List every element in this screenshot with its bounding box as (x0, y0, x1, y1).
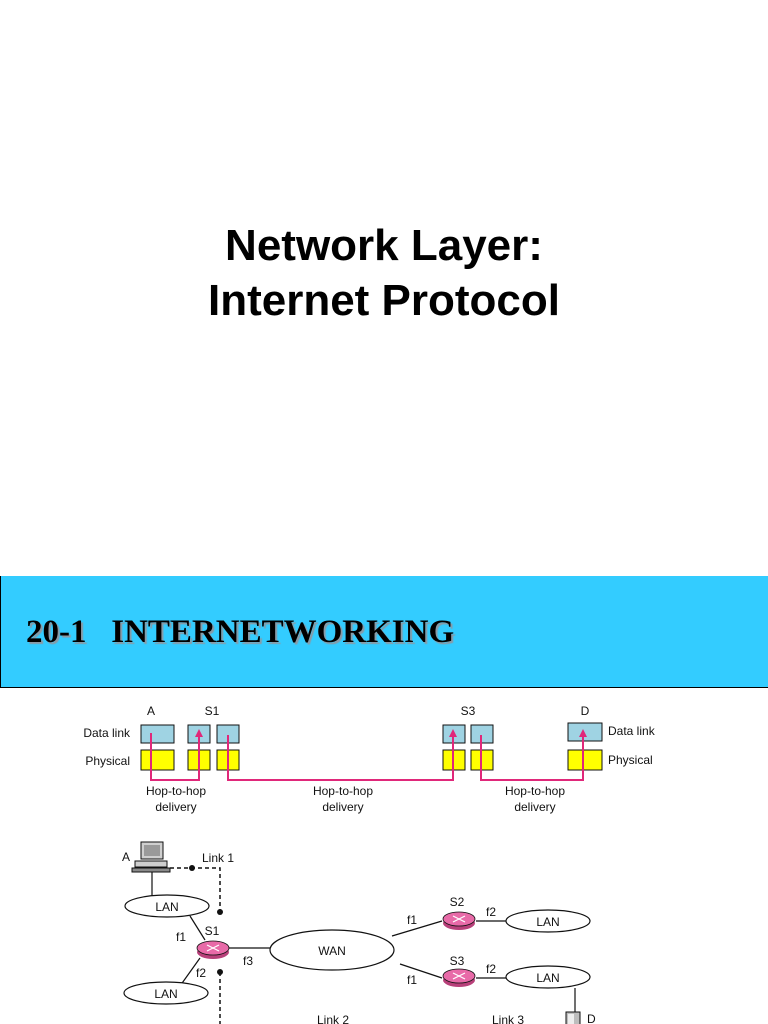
router-label-s1: S1 (205, 924, 220, 938)
hop-label-1-line2: delivery (155, 800, 196, 814)
title-line-1: Network Layer: (225, 221, 543, 270)
hop-label-2-line2: delivery (322, 800, 363, 814)
hop-label-3-line1: Hop-to-hop (505, 784, 565, 798)
lan-ellipse (124, 894, 210, 918)
hop-label-3-line2: delivery (514, 800, 555, 814)
lan-label-1: LAN (155, 900, 178, 914)
node-d-stack (567, 722, 603, 771)
node-label-a: A (147, 704, 155, 718)
router-icon (442, 911, 476, 930)
router-icon (196, 940, 230, 959)
section-number: 20-1 (26, 614, 87, 650)
layer-label-data-link-left: Data link (83, 726, 131, 740)
link-endpoint (217, 909, 223, 915)
wan-label: WAN (318, 944, 346, 958)
physical-box (140, 749, 175, 771)
host-a-label: A (122, 850, 130, 864)
link-1-line (170, 867, 221, 910)
lan-label-3: LAN (536, 915, 559, 929)
wan-ellipse (269, 929, 395, 971)
router-icon (442, 968, 476, 987)
section-label: INTERNETWORKING (111, 614, 455, 650)
computer-icon (131, 841, 171, 873)
title-line-2: Internet Protocol (207, 276, 561, 325)
interface-label: f1 (407, 913, 417, 927)
physical-box (567, 749, 603, 771)
link-3-label: Link 3 (492, 1013, 524, 1024)
layer-label-physical-right: Physical (608, 753, 653, 767)
node-label-d: D (581, 704, 590, 718)
link-endpoint (189, 865, 195, 871)
section-banner (0, 576, 768, 688)
interface-label: f2 (486, 962, 496, 976)
data-link-box (567, 722, 603, 742)
router-label-s2: S2 (450, 895, 465, 909)
network-diagram: A Link 1 LAN S1 f1 f2 f3 (122, 841, 596, 1024)
interface-label: f2 (486, 905, 496, 919)
interface-label: f1 (407, 973, 417, 987)
host-d-icon (565, 1011, 581, 1024)
hop-label-2-line1: Hop-to-hop (313, 784, 373, 798)
delivery-paths (150, 733, 584, 781)
interface-label: f3 (243, 954, 253, 968)
link-2-label: Link 2 (317, 1013, 349, 1024)
delivery-diagram: A S1 S3 D Data link Physical Data link P… (83, 704, 655, 814)
lan-label-2: LAN (154, 987, 177, 1001)
arrowhead (579, 729, 587, 737)
delivery-arrowheads (195, 729, 587, 737)
internetworking-figure: A S1 S3 D Data link Physical Data link P… (70, 695, 658, 1024)
interface-label: f1 (176, 930, 186, 944)
lan-ellipse (123, 981, 209, 1005)
arrowhead (449, 729, 457, 737)
node-a-stack (140, 724, 175, 771)
delivery-path-2 (227, 735, 454, 781)
section-heading: 20-1 INTERNETWORKING (26, 614, 454, 651)
link-endpoint (217, 969, 223, 975)
delivery-path-1 (150, 733, 200, 781)
interface-label: f2 (196, 966, 206, 980)
router-label-s3: S3 (450, 954, 465, 968)
host-d-label: D (587, 1012, 596, 1024)
lan-ellipse (505, 909, 591, 933)
node-label-s3: S3 (461, 704, 476, 718)
network-links (179, 915, 576, 1014)
arrowhead (195, 729, 203, 737)
node-label-s1: S1 (205, 704, 220, 718)
slide-title: Network Layer: Internet Protocol (0, 218, 768, 328)
layer-label-data-link-right: Data link (608, 724, 656, 738)
data-link-box (140, 724, 175, 744)
layer-label-physical-left: Physical (85, 754, 130, 768)
lan-label-4: LAN (536, 971, 559, 985)
hop-label-1-line1: Hop-to-hop (146, 784, 206, 798)
link-1-label: Link 1 (202, 851, 234, 865)
delivery-path-3 (480, 735, 584, 781)
lan-ellipse (505, 965, 591, 989)
